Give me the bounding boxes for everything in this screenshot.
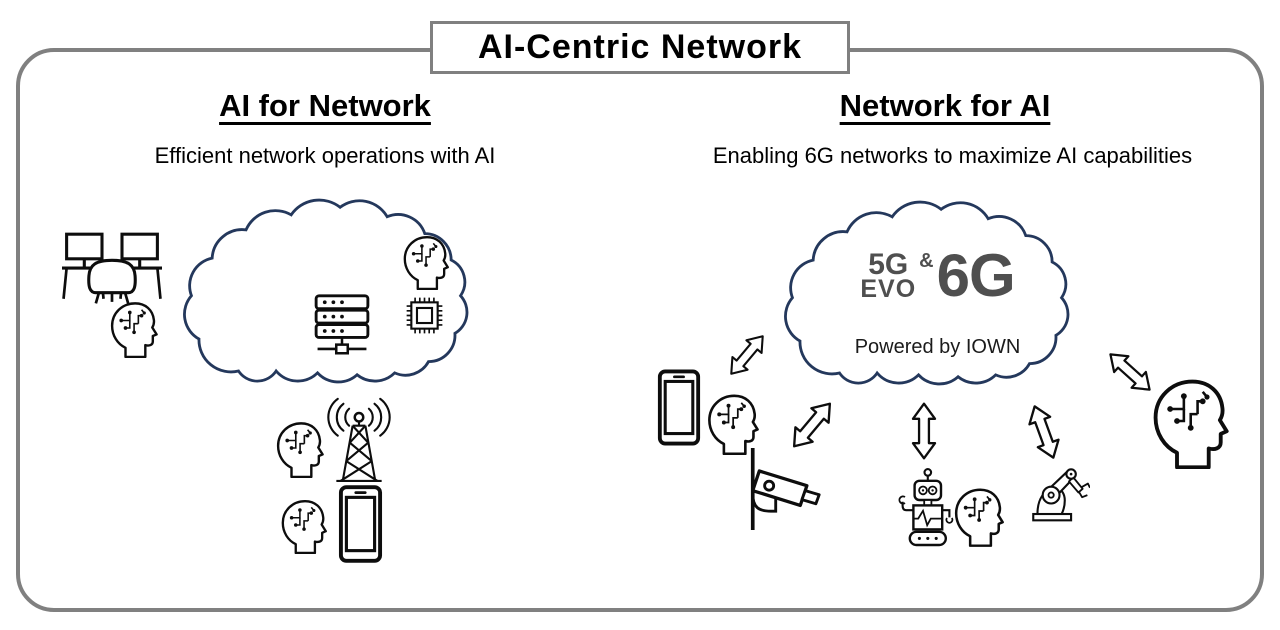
ai-head-icon	[106, 298, 160, 358]
logo-evo-text: EVO	[860, 275, 917, 304]
ai-head-icon	[399, 232, 451, 290]
ai-head-icon	[950, 481, 1006, 550]
logo-5g-evo: 5G EVO	[860, 247, 917, 304]
powered-by-caption: Powered by IOWN	[854, 336, 1021, 358]
cell-tower-icon	[322, 396, 396, 488]
robot-arm-icon	[1028, 452, 1090, 534]
cctv-camera-icon	[738, 448, 838, 530]
cpu-chip-icon	[401, 292, 448, 339]
server-rack-icon	[306, 290, 378, 359]
logo-ampersand: &	[919, 250, 934, 272]
smartphone-icon	[337, 484, 384, 564]
5g-evo-6g-logo: 5G EVO & 6G	[830, 246, 1045, 306]
workstation-icon	[62, 228, 162, 305]
ai-head-icon	[272, 418, 326, 478]
double-arrow-icon	[911, 402, 937, 460]
smartphone-icon	[656, 369, 702, 446]
ai-head-icon	[703, 390, 761, 455]
ai-head-icon	[277, 496, 329, 554]
right-section-heading: Network for AI	[839, 88, 1051, 123]
left-section-heading: AI for Network	[219, 88, 431, 123]
title-box: AI-Centric Network	[430, 21, 850, 74]
logo-5g-text: 5G	[868, 247, 909, 281]
ai-head-icon	[1146, 373, 1232, 469]
right-section-subtitle: Enabling 6G networks to maximize AI capa…	[712, 143, 1193, 168]
logo-6g-text: 6G	[936, 242, 1016, 309]
left-section-subtitle: Efficient network operations with AI	[154, 143, 496, 168]
page-title: AI-Centric Network	[477, 28, 803, 66]
